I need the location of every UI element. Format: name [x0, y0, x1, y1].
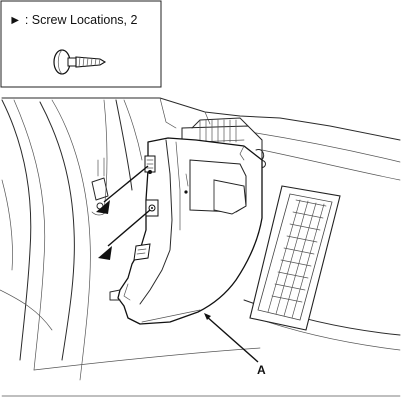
legend-box: ► : Screw Locations, 2	[0, 0, 162, 88]
triangle-pointer-icon	[96, 200, 110, 214]
screw-pointer-upper	[96, 165, 149, 214]
screw-icon	[53, 49, 107, 75]
callout-a: A	[204, 313, 266, 377]
screw-pointer-lower	[98, 209, 151, 260]
legend-symbol: ►	[9, 13, 21, 27]
background-structure	[0, 97, 401, 397]
svg-text:► : Screw Locations, 2: ► : Screw Locations, 2	[9, 13, 137, 27]
legend-caption: : Screw Locations, 2	[25, 13, 138, 27]
floor-footrest	[249, 185, 341, 331]
callout-a-label: A	[257, 363, 266, 377]
triangle-pointer-icon	[98, 246, 112, 260]
under-dash-cover-panel	[109, 137, 263, 325]
